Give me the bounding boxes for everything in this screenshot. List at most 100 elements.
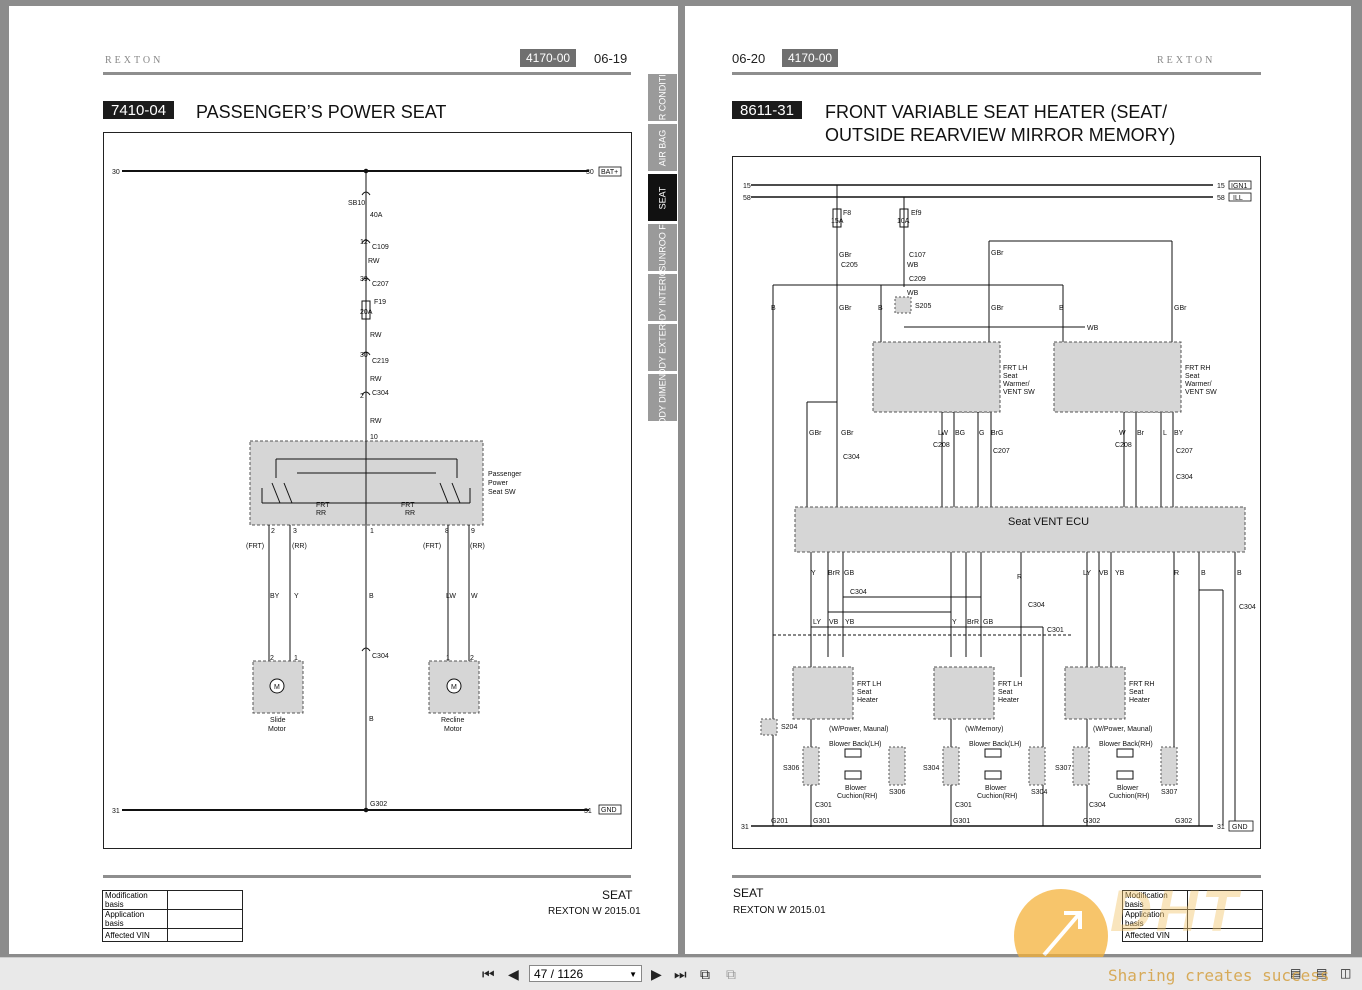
next-page-icon[interactable]: ▶ [651,966,662,982]
rh-heater-label-3: Heater [1129,697,1151,704]
blower-cush-1b: Cuchion(RH) [837,793,877,800]
g201-label: G201 [771,818,788,825]
continuous-view-icon[interactable]: ▤ [1316,966,1328,980]
c109-pin: 12 [360,239,368,246]
wire-y-2: Y [952,619,957,626]
c219-pin: 30 [360,352,368,359]
first-page-icon[interactable]: ⏮ [482,966,495,982]
blower-cush-3b: Cuchion(RH) [1109,793,1149,800]
single-page-view-icon[interactable]: ▤ [1290,966,1302,980]
c304-label-3: C304 [850,589,867,596]
c301-label-2: C301 [815,802,832,809]
lh2-heater-note: (W/Memory) [965,726,1004,733]
wire-lw: LW [938,430,948,437]
wire-wb-1: WB [907,262,919,269]
c304-label-6: C304 [1089,802,1106,809]
wire-w: W [1119,430,1126,437]
lh2-heater-label-1: FRT LH [998,681,1022,688]
recline-motor-m: M [451,684,457,691]
gnd-tag: GND [601,807,617,814]
wiring-diagram-left: 30 30 BAT+ 31 31 GND SB10 40A 12 C109 RW… [103,132,632,849]
tab-body-interior[interactable]: BODY INTERIOR [648,274,677,321]
rr-label-2: RR [405,510,415,517]
bus-58-left: 58 [743,195,751,202]
c208-label: C208 [933,442,950,449]
last-page-icon[interactable]: ⏭ [674,966,687,982]
rh-heater-label-2: Seat [1129,689,1143,696]
wire-ly-1: LY [1083,570,1091,577]
frt-paren-1: (FRT) [246,543,264,550]
modification-table: Modification basis Application basis Aff… [102,890,243,942]
tab-body-exterior[interactable]: BODY EXTERIO [648,324,677,371]
c109-label: C109 [372,244,389,251]
tab-seat[interactable]: SEAT [648,174,677,221]
page-selector[interactable]: 47 / 1126 ▼ [529,965,642,982]
s306-label: S306 [783,765,799,772]
gnd-tag: GND [1232,824,1248,831]
lh-sw-label-3: Warmer/ [1003,381,1030,388]
ef9-label: Ef9 [911,210,922,217]
tab-body-dimensions[interactable]: BODY DIMENSI [648,374,677,421]
bus-top-right-label: 30 [586,169,594,176]
tab-sunroof[interactable]: SUNROO F [648,224,677,271]
wire-b-2: B [369,716,374,723]
c304-label-5: C304 [1239,604,1256,611]
bus-31-right: 31 [1217,824,1225,831]
seat-vent-ecu-label: Seat VENT ECU [1008,516,1089,528]
blower-rh-label: Blower Back(RH) [1099,741,1153,748]
bat-tag: BAT+ [601,169,618,176]
section-code: 7410-04 [103,101,175,119]
blower-lh-label-1: Blower Back(LH) [829,741,882,748]
slide-motor-label-2: Motor [268,726,287,733]
doc-code: 4170-00 [782,49,839,67]
ef9-amp: 10A [897,218,910,225]
wire-gbr-4: GBr [991,305,1004,312]
wire-yb-2: YB [845,619,855,626]
rh-sw-label-3: Warmer/ [1185,381,1212,388]
bus-58-right: 58 [1217,195,1225,202]
c304-label: C304 [372,390,389,397]
c219-label: C219 [372,358,389,365]
section-title: PASSENGER’S POWER SEAT [196,102,447,122]
tab-air-bag[interactable]: AIR BAG [648,124,677,171]
s205-label: S205 [915,303,931,310]
c301-label: C301 [1047,627,1064,634]
wire-br: Br [1137,430,1145,437]
wire-gbr-3: GBr [1174,305,1187,312]
s204-label: S204 [781,724,797,731]
f19-amp: 20A [360,309,373,316]
wire-brg: BrG [991,430,1003,437]
pdf-toolbar: ⏮ ◀ 47 / 1126 ▼ ▶ ⏭ ⧉ ⧉ ▤ ▤ ◫ [0,957,1362,990]
wire-gbr-2: GBr [991,250,1004,257]
mod-row-label: Application basis [102,909,168,929]
wire-gbr-7: GBr [841,430,854,437]
motor-pin-1: 1 [294,655,298,662]
c304-lower: C304 [372,653,389,660]
tab-air-conditioning[interactable]: AIR CONDITIO [648,74,677,121]
c207-label: C207 [993,448,1010,455]
ign1-tag: IGN1 [1231,183,1247,190]
bus-15-right: 15 [1217,183,1225,190]
rh-heater-label-1: FRT RH [1129,681,1154,688]
pin-10: 10 [370,434,378,441]
lh-heater-label-2: Seat [857,689,871,696]
g301-label-2: G301 [953,818,970,825]
f8-amp: 15A [831,218,844,225]
footer-title: SEAT [602,888,633,902]
side-tabs: AIR CONDITIO AIR BAG SEAT SUNROO F BODY … [648,74,677,424]
wire-rw-1: RW [368,258,380,265]
import-icon[interactable]: ⧉ [726,966,736,982]
wiring-diagram-right: 15 15 IGN1 58 58 ILL 31 31 GND F8 15A Ef… [732,156,1261,849]
sb10-amp: 40A [370,212,383,219]
frt-label: FRT [316,502,330,509]
c304-label: C304 [843,454,860,461]
g302-label-2: G302 [1175,818,1192,825]
rh-heater-note: (W/Power, Maunal) [1093,726,1153,733]
s307-label-2: S307 [1161,789,1177,796]
export-icon[interactable]: ⧉ [700,966,710,982]
wire-by: BY [270,593,280,600]
lh-heater-label-1: FRT LH [857,681,881,688]
wire-b-4: B [1201,570,1206,577]
previous-page-icon[interactable]: ◀ [508,966,519,982]
two-page-view-icon[interactable]: ◫ [1340,966,1352,980]
